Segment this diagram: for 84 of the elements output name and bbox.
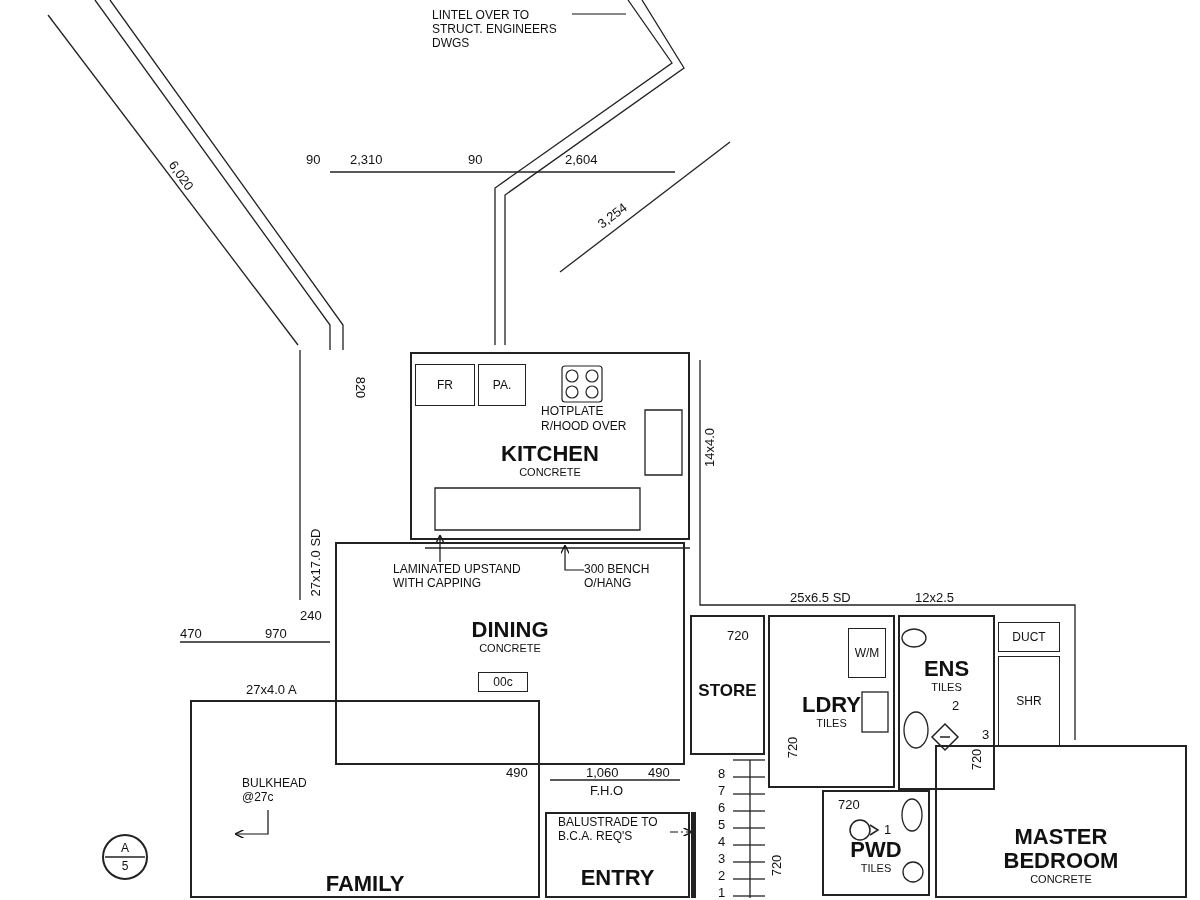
fixture-label: DUCT — [1012, 630, 1046, 644]
stair-step-number: 5 — [718, 817, 726, 832]
dimension-label: 90 — [306, 152, 321, 167]
dimension-label: 12x2.5 — [915, 590, 955, 605]
fixture-label: PA. — [492, 378, 512, 392]
callout-number: 3 — [982, 727, 990, 742]
dimension-label: 14x4.0 — [702, 428, 717, 467]
room-outline — [410, 352, 690, 540]
annotation-text: LINTEL OVER TO STRUCT. ENGINEERS DWGS — [432, 8, 572, 54]
dimension-label: 720 — [769, 854, 785, 877]
room-outline — [190, 700, 540, 898]
dimension-label: 25x6.5 SD — [790, 590, 851, 605]
stair-step-number: 7 — [718, 783, 726, 798]
room-name: KITCHEN — [501, 442, 599, 466]
section-marker — [102, 834, 148, 880]
room-name: PWD — [850, 838, 902, 862]
floor-finish-label: TILES — [931, 681, 962, 694]
stair-step-number: 6 — [718, 800, 726, 815]
room-outline — [335, 542, 685, 765]
dimension-label: 2,310 — [350, 152, 383, 167]
dimension-label: 720 — [785, 736, 801, 759]
level-label: 00c — [493, 675, 513, 689]
room-name: LDRY — [801, 693, 862, 717]
annotation-text: BULKHEAD @27c — [242, 776, 317, 810]
room-name: ENS — [923, 657, 970, 681]
callout-number: 2 — [952, 698, 960, 713]
floor-finish-label: TILES — [860, 862, 892, 875]
leader-line — [560, 544, 585, 571]
stair-step-number: 2 — [718, 868, 726, 883]
leader-line — [669, 827, 693, 837]
stair-step-number: 8 — [718, 766, 726, 781]
leader-line — [571, 13, 627, 15]
room-outline — [768, 615, 895, 788]
duct-outline — [998, 622, 1060, 652]
dimension-label: 720 — [727, 628, 749, 643]
annotation-text: HOTPLATE R/HOOD OVER — [541, 404, 628, 434]
fixture-label: W/M — [854, 646, 880, 660]
floor-finish-label: TILES — [816, 717, 847, 730]
room-outline — [898, 615, 995, 790]
level-tag — [478, 672, 528, 692]
dimension-label: 1,060 — [586, 765, 619, 780]
leader-line — [435, 534, 445, 563]
stair-step-number: 4 — [718, 834, 726, 849]
annotation-text: F.H.O — [590, 783, 624, 798]
dimension-label: 27x4.0 A — [246, 682, 297, 697]
shower-outline — [998, 656, 1060, 746]
fixture-label: FR — [437, 378, 453, 392]
room-outline — [822, 790, 930, 896]
room-outline — [935, 745, 1187, 898]
annotation-text: 300 BENCH O/HANG — [584, 562, 654, 592]
room-name: DINING — [471, 618, 549, 642]
dimension-label: 490 — [506, 765, 528, 780]
annotation-text: BALUSTRADE TO B.C.A. REQ'S — [558, 815, 670, 849]
room-outline — [690, 615, 765, 755]
stair-step-number: 3 — [718, 851, 726, 866]
section-letter: A — [121, 841, 129, 855]
dimension-label: 720 — [969, 748, 985, 771]
dimension-label: 240 — [300, 608, 322, 623]
dimension-label: 490 — [648, 765, 670, 780]
room-name: FAMILY — [325, 872, 405, 896]
floor-finish-label: CONCRETE — [479, 642, 541, 655]
pantry-cupboard — [478, 364, 526, 406]
washing-machine-space — [848, 628, 886, 678]
sheet-number: 5 — [121, 859, 129, 873]
dimension-label: 90 — [468, 152, 483, 167]
dimension-label: 970 — [265, 626, 287, 641]
callout-number: 1 — [884, 822, 892, 837]
annotation-text: LAMINATED UPSTAND WITH CAPPING — [393, 562, 533, 592]
dimension-label: 720 — [838, 797, 860, 812]
room-name: STORE — [698, 680, 757, 702]
fixture-label: SHR — [1016, 694, 1042, 708]
dimension-label: 820 — [353, 376, 369, 399]
stair-step-number: 1 — [718, 885, 726, 900]
floor-finish-label: CONCRETE — [1030, 873, 1092, 886]
room-name: MASTER BEDROOM — [1002, 825, 1120, 873]
dimension-label: 470 — [180, 626, 202, 641]
dimension-label: 27x17.0 SD — [308, 528, 324, 597]
balustrade-bar — [691, 812, 696, 898]
fridge-space — [415, 364, 475, 406]
dimension-label: 2,604 — [565, 152, 598, 167]
room-outline — [545, 812, 690, 898]
floor-finish-label: CONCRETE — [519, 466, 581, 479]
leader-line — [234, 809, 269, 839]
room-name: ENTRY — [580, 866, 655, 890]
